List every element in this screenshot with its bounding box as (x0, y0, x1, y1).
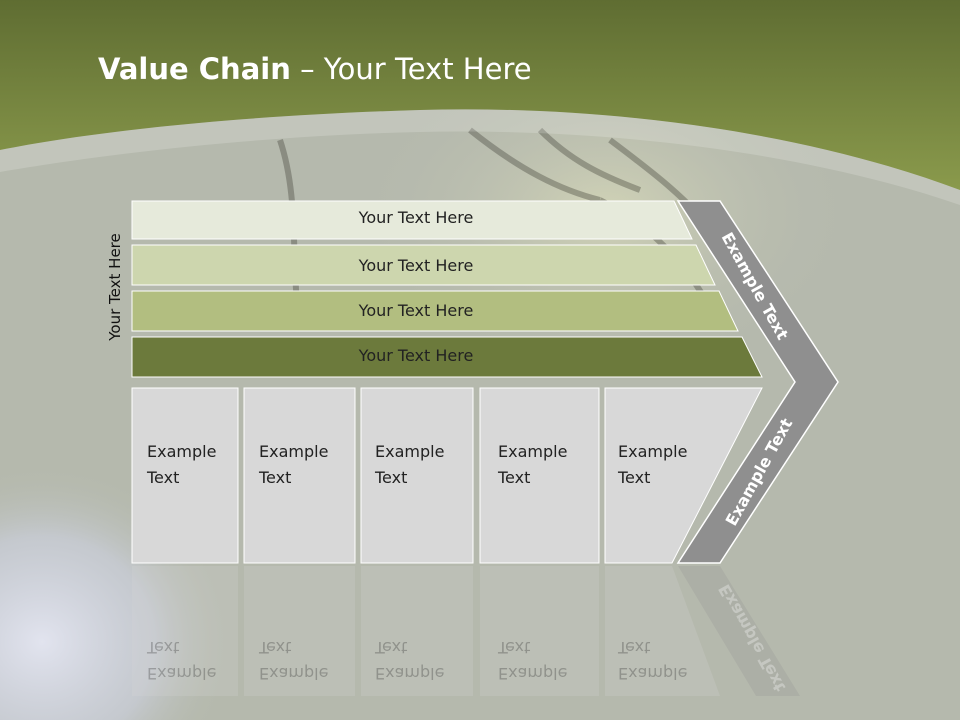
bar-3-shape (131, 290, 739, 332)
bar-1-label: Your Text Here (358, 208, 474, 227)
box-2-refl-line1: Example (259, 664, 329, 683)
box-3-line1: Example (375, 442, 445, 461)
box-4-reflection: Example Text (498, 634, 593, 686)
box-2-line1: Example (259, 442, 329, 461)
slide-title: Value Chain – Your Text Here (98, 52, 532, 86)
box-5-line2: Text (618, 468, 651, 487)
box-5-refl-line2: Text (618, 638, 651, 657)
box-3-refl-line1: Example (375, 664, 445, 683)
box-2-shape (243, 387, 356, 564)
box-2-line2: Text (259, 468, 292, 487)
box-3-refl-line2: Text (375, 638, 408, 657)
bar-4-label: Your Text Here (358, 346, 474, 365)
side-label: Your Text Here (106, 233, 124, 341)
bar-2-label: Your Text Here (358, 256, 474, 275)
box-4-line2: Text (498, 468, 531, 487)
bar-4-shape (131, 336, 763, 378)
header-band (0, 0, 960, 190)
title-bold: Value Chain (98, 52, 291, 86)
box-4-shape (479, 387, 600, 564)
box-1-refl-line1: Example (147, 664, 217, 683)
box-3-reflection: Example Text (375, 634, 470, 686)
box-4-refl-line1: Example (498, 664, 568, 683)
bar-1-shape (131, 200, 693, 240)
box-2-reflection: Example Text (259, 634, 354, 686)
box-1-line2: Text (147, 468, 180, 487)
box-5-line1: Example (618, 442, 688, 461)
box-1-line1: Example (147, 442, 217, 461)
box-3-shape (360, 387, 474, 564)
box-5-reflection: Example Text (618, 634, 713, 686)
box-5-shape (604, 387, 763, 564)
box-5-refl-line1: Example (618, 664, 688, 683)
box-3-line2: Text (375, 468, 408, 487)
chevron-shape (676, 200, 839, 564)
header-highlight (0, 109, 960, 205)
bar-3-label: Your Text Here (358, 301, 474, 320)
box-2-refl-line2: Text (259, 638, 292, 657)
reflection-group (132, 566, 800, 696)
bar-2-shape (131, 244, 716, 286)
box-1-shape (131, 387, 239, 564)
title-rest: – Your Text Here (290, 52, 532, 86)
box-1-refl-line2: Text (147, 638, 180, 657)
box-4-line1: Example (498, 442, 568, 461)
box-1-reflection: Example Text (147, 634, 242, 686)
box-4-refl-line2: Text (498, 638, 531, 657)
